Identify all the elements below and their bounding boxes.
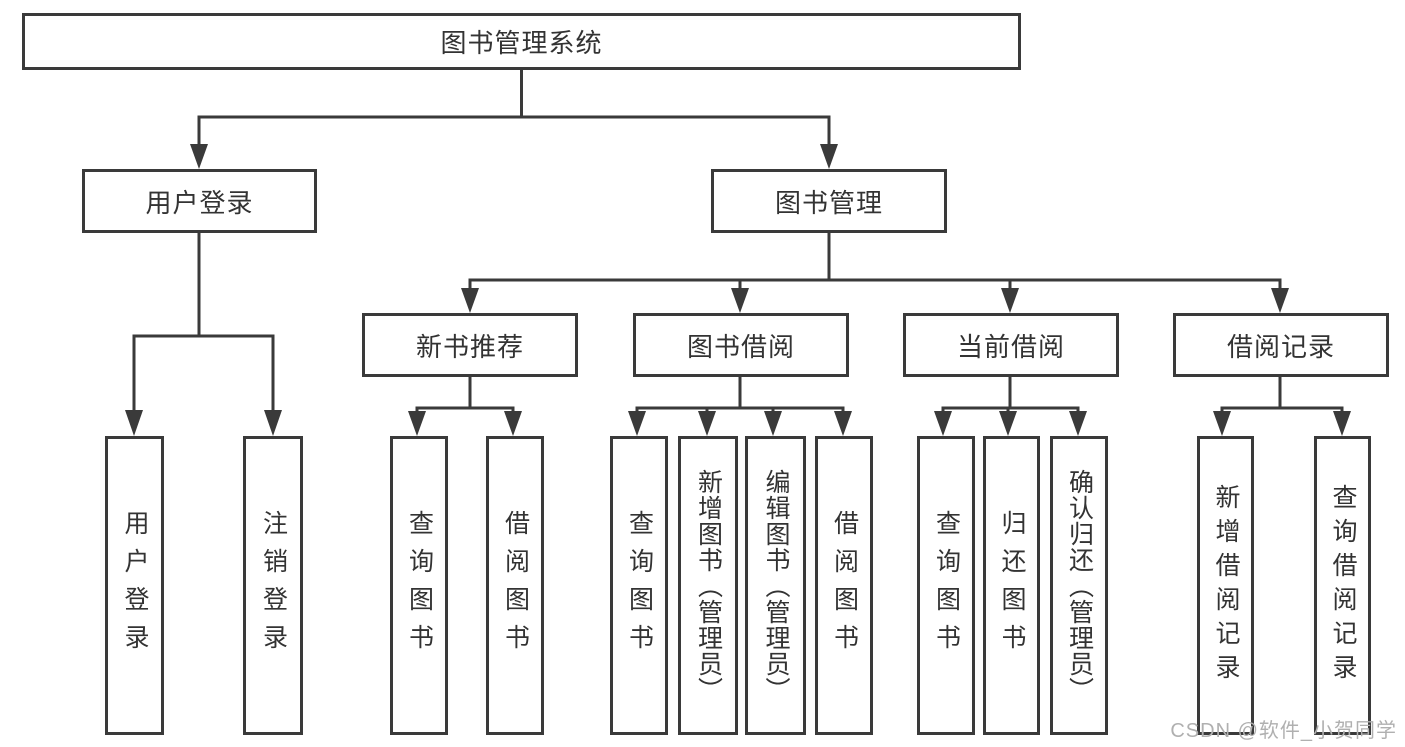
connector-new-book-to-children [408,376,522,436]
node-user-login: 用户登录 [82,169,317,233]
node-leaf-return-book: 归还图书 [983,436,1040,735]
node-current-borrow: 当前借阅 [903,313,1119,377]
node-leaf-borrow-book-1: 借阅图书 [486,436,544,735]
node-leaf-add-borrow-record: 新增借阅记录 [1197,436,1254,735]
node-leaf-query-book-2: 查询图书 [610,436,668,735]
node-borrow-record: 借阅记录 [1173,313,1389,377]
node-leaf-user-login: 用户登录 [105,436,164,735]
connector-current-borrow-to-children [934,376,1087,436]
node-new-book-recommend: 新书推荐 [362,313,578,377]
node-leaf-logout: 注销登录 [243,436,303,735]
csdn-watermark: CSDN @软件_小贺同学 [1170,720,1397,742]
node-leaf-confirm-return-admin: 确认归还（管理员） [1050,436,1108,735]
connector-borrow-record-to-children [1213,376,1351,436]
node-leaf-query-book-1: 查询图书 [390,436,448,735]
connector-root-to-level2 [190,69,838,169]
node-leaf-query-borrow-record: 查询借阅记录 [1314,436,1371,735]
node-leaf-query-book-3: 查询图书 [917,436,975,735]
node-leaf-add-book-admin: 新增图书（管理员） [678,436,738,735]
node-leaf-edit-book-admin: 编辑图书（管理员） [745,436,806,735]
node-leaf-borrow-book-2: 借阅图书 [815,436,873,735]
connector-user-login-to-children [125,232,282,436]
node-book-management: 图书管理 [711,169,947,233]
node-library-management-system: 图书管理系统 [22,13,1021,70]
connector-book-management-to-level3 [461,232,1289,313]
connector-book-borrow-to-children [628,376,852,436]
node-book-borrow: 图书借阅 [633,313,849,377]
